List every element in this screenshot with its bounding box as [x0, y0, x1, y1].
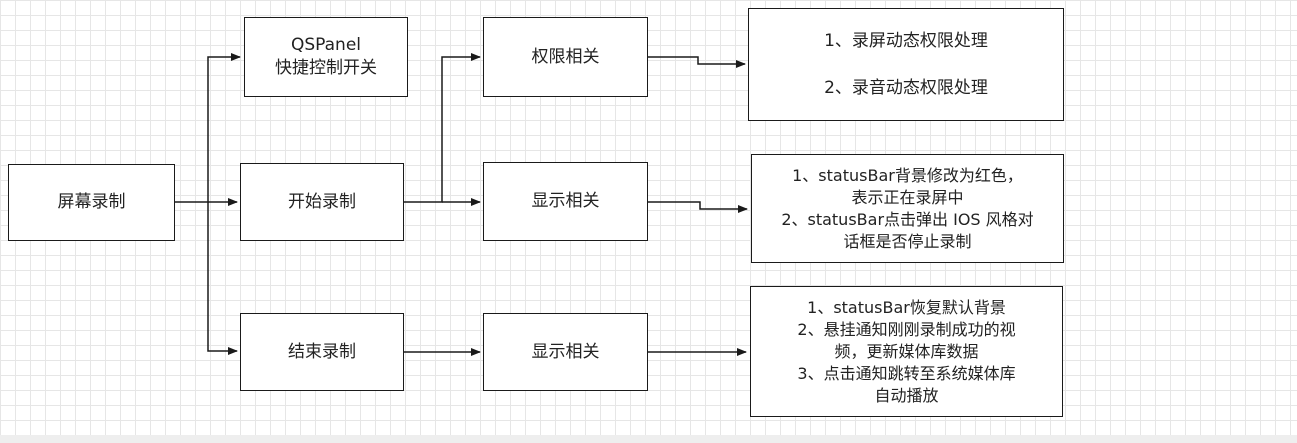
edge-screen-to-qspanel — [175, 53, 241, 203]
edge-start-to-permission — [404, 53, 481, 203]
detail-line: 2、悬挂通知刚刚录制成功的视 — [797, 319, 1016, 339]
node-label-line: QSPanel — [290, 35, 362, 55]
node-qspanel[interactable]: QSPanel 快捷控制开关 — [244, 17, 408, 97]
detail-line: 话框是否停止录制 — [843, 231, 972, 251]
node-label: 权限相关 — [531, 46, 600, 67]
canvas-bottom-strip — [0, 435, 1297, 443]
node-start-recording[interactable]: 开始录制 — [240, 163, 404, 241]
detail-line: 1、录屏动态权限处理 — [824, 30, 988, 51]
node-screen-recording[interactable]: 屏幕录制 — [8, 164, 175, 241]
detail-line: 表示正在录屏中 — [851, 187, 964, 207]
detail-line: 3、点击通知跳转至系统媒体库 — [797, 363, 1016, 383]
node-end-recording[interactable]: 结束录制 — [240, 313, 404, 391]
detail-line: 1、statusBar恢复默认背景 — [807, 297, 1006, 317]
node-label: 显示相关 — [531, 341, 600, 362]
node-label: 结束录制 — [288, 341, 356, 362]
node-label: 开始录制 — [288, 191, 356, 212]
edge-permission-to-detail — [648, 56, 746, 68]
detail-line: 频，更新媒体库数据 — [834, 341, 979, 361]
node-display-start[interactable]: 显示相关 — [483, 162, 648, 241]
detail-line: 自动播放 — [874, 385, 939, 405]
edge-display-start-to-detail — [648, 201, 748, 213]
node-permission[interactable]: 权限相关 — [483, 17, 648, 97]
node-display-end-detail[interactable]: 1、statusBar恢复默认背景 2、悬挂通知刚刚录制成功的视 频，更新媒体库… — [750, 286, 1063, 417]
edge-screen-to-end — [207, 202, 238, 355]
detail-line: 2、录音动态权限处理 — [824, 77, 988, 98]
node-label: 屏幕录制 — [57, 192, 126, 212]
detail-line: 1、statusBar背景修改为红色， — [792, 165, 1023, 185]
node-label: 显示相关 — [531, 191, 600, 211]
node-label-line: 快捷控制开关 — [275, 58, 377, 78]
node-display-end[interactable]: 显示相关 — [483, 313, 648, 391]
node-permission-detail[interactable]: 1、录屏动态权限处理 2、录音动态权限处理 — [748, 8, 1064, 121]
detail-line: 2、statusBar点击弹出 IOS 风格对 — [781, 209, 1034, 229]
node-display-start-detail[interactable]: 1、statusBar背景修改为红色， 表示正在录屏中 2、statusBar点… — [751, 154, 1064, 263]
